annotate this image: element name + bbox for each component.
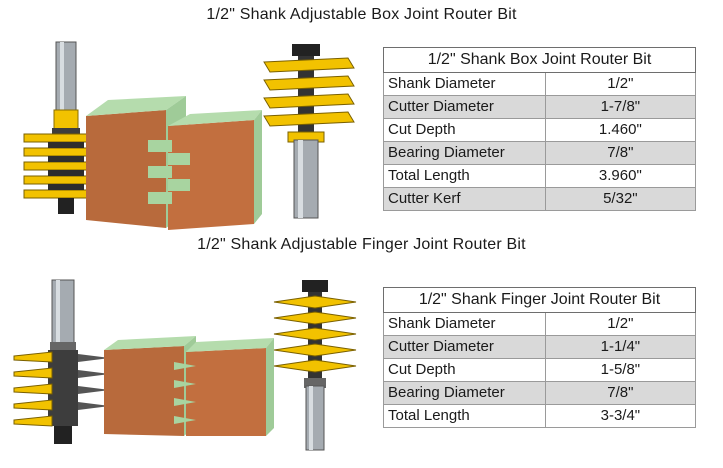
box-joint-bit-side-image (23, 41, 101, 214)
table-row: Cutter Diameter 1-7/8" (383, 95, 697, 119)
finger-joint-section-title: 1/2" Shank Adjustable Finger Joint Route… (197, 236, 526, 253)
table-row: Shank Diameter 1/2" (383, 72, 697, 96)
box-joint-table-title: 1/2" Shank Box Joint Router Bit (383, 47, 696, 73)
spec-label: Cutter Kerf (383, 187, 546, 211)
spec-label: Cutter Diameter (383, 95, 546, 119)
spec-label: Total Length (383, 404, 546, 428)
spec-value: 3.960" (544, 164, 697, 188)
spec-value: 1-7/8" (544, 95, 697, 119)
table-row: Cutter Kerf 5/32" (383, 187, 697, 211)
spec-value: 1-5/8" (544, 358, 697, 382)
finger-joint-spec-table: 1/2" Shank Finger Joint Router Bit Shank… (383, 287, 697, 428)
spec-label: Cut Depth (383, 358, 546, 382)
box-joint-spec-table: 1/2" Shank Box Joint Router Bit Shank Di… (383, 47, 697, 211)
box-joint-section-title: 1/2" Shank Adjustable Box Joint Router B… (206, 6, 517, 23)
spec-value: 7/8" (544, 141, 697, 165)
spec-value: 1/2" (544, 72, 697, 96)
spec-value: 3-3/4" (544, 404, 697, 428)
spec-value: 5/32" (544, 187, 697, 211)
spec-label: Bearing Diameter (383, 381, 546, 405)
spec-value: 1/2" (544, 312, 697, 336)
spec-label: Total Length (383, 164, 546, 188)
table-row: Cut Depth 1-5/8" (383, 358, 697, 382)
spec-value: 7/8" (544, 381, 697, 405)
finger-joint-bit-upright-image (273, 280, 357, 451)
spec-value: 1-1/4" (544, 335, 697, 359)
box-joint-bit-upright-image (263, 44, 355, 219)
table-row: Total Length 3.960" (383, 164, 697, 188)
table-row: Bearing Diameter 7/8" (383, 141, 697, 165)
spec-label: Cutter Diameter (383, 335, 546, 359)
table-row: Bearing Diameter 7/8" (383, 381, 697, 405)
finger-joint-wood-image (104, 336, 274, 436)
finger-joint-table-title: 1/2" Shank Finger Joint Router Bit (383, 287, 696, 313)
table-row: Cutter Diameter 1-1/4" (383, 335, 697, 359)
finger-joint-bit-side-image (13, 279, 110, 444)
spec-label: Cut Depth (383, 118, 546, 142)
table-row: Total Length 3-3/4" (383, 404, 697, 428)
spec-value: 1.460" (544, 118, 697, 142)
table-row: Shank Diameter 1/2" (383, 312, 697, 336)
table-row: Cut Depth 1.460" (383, 118, 697, 142)
spec-label: Bearing Diameter (383, 141, 546, 165)
spec-label: Shank Diameter (383, 312, 546, 336)
box-joint-wood-image (86, 96, 262, 230)
spec-label: Shank Diameter (383, 72, 546, 96)
